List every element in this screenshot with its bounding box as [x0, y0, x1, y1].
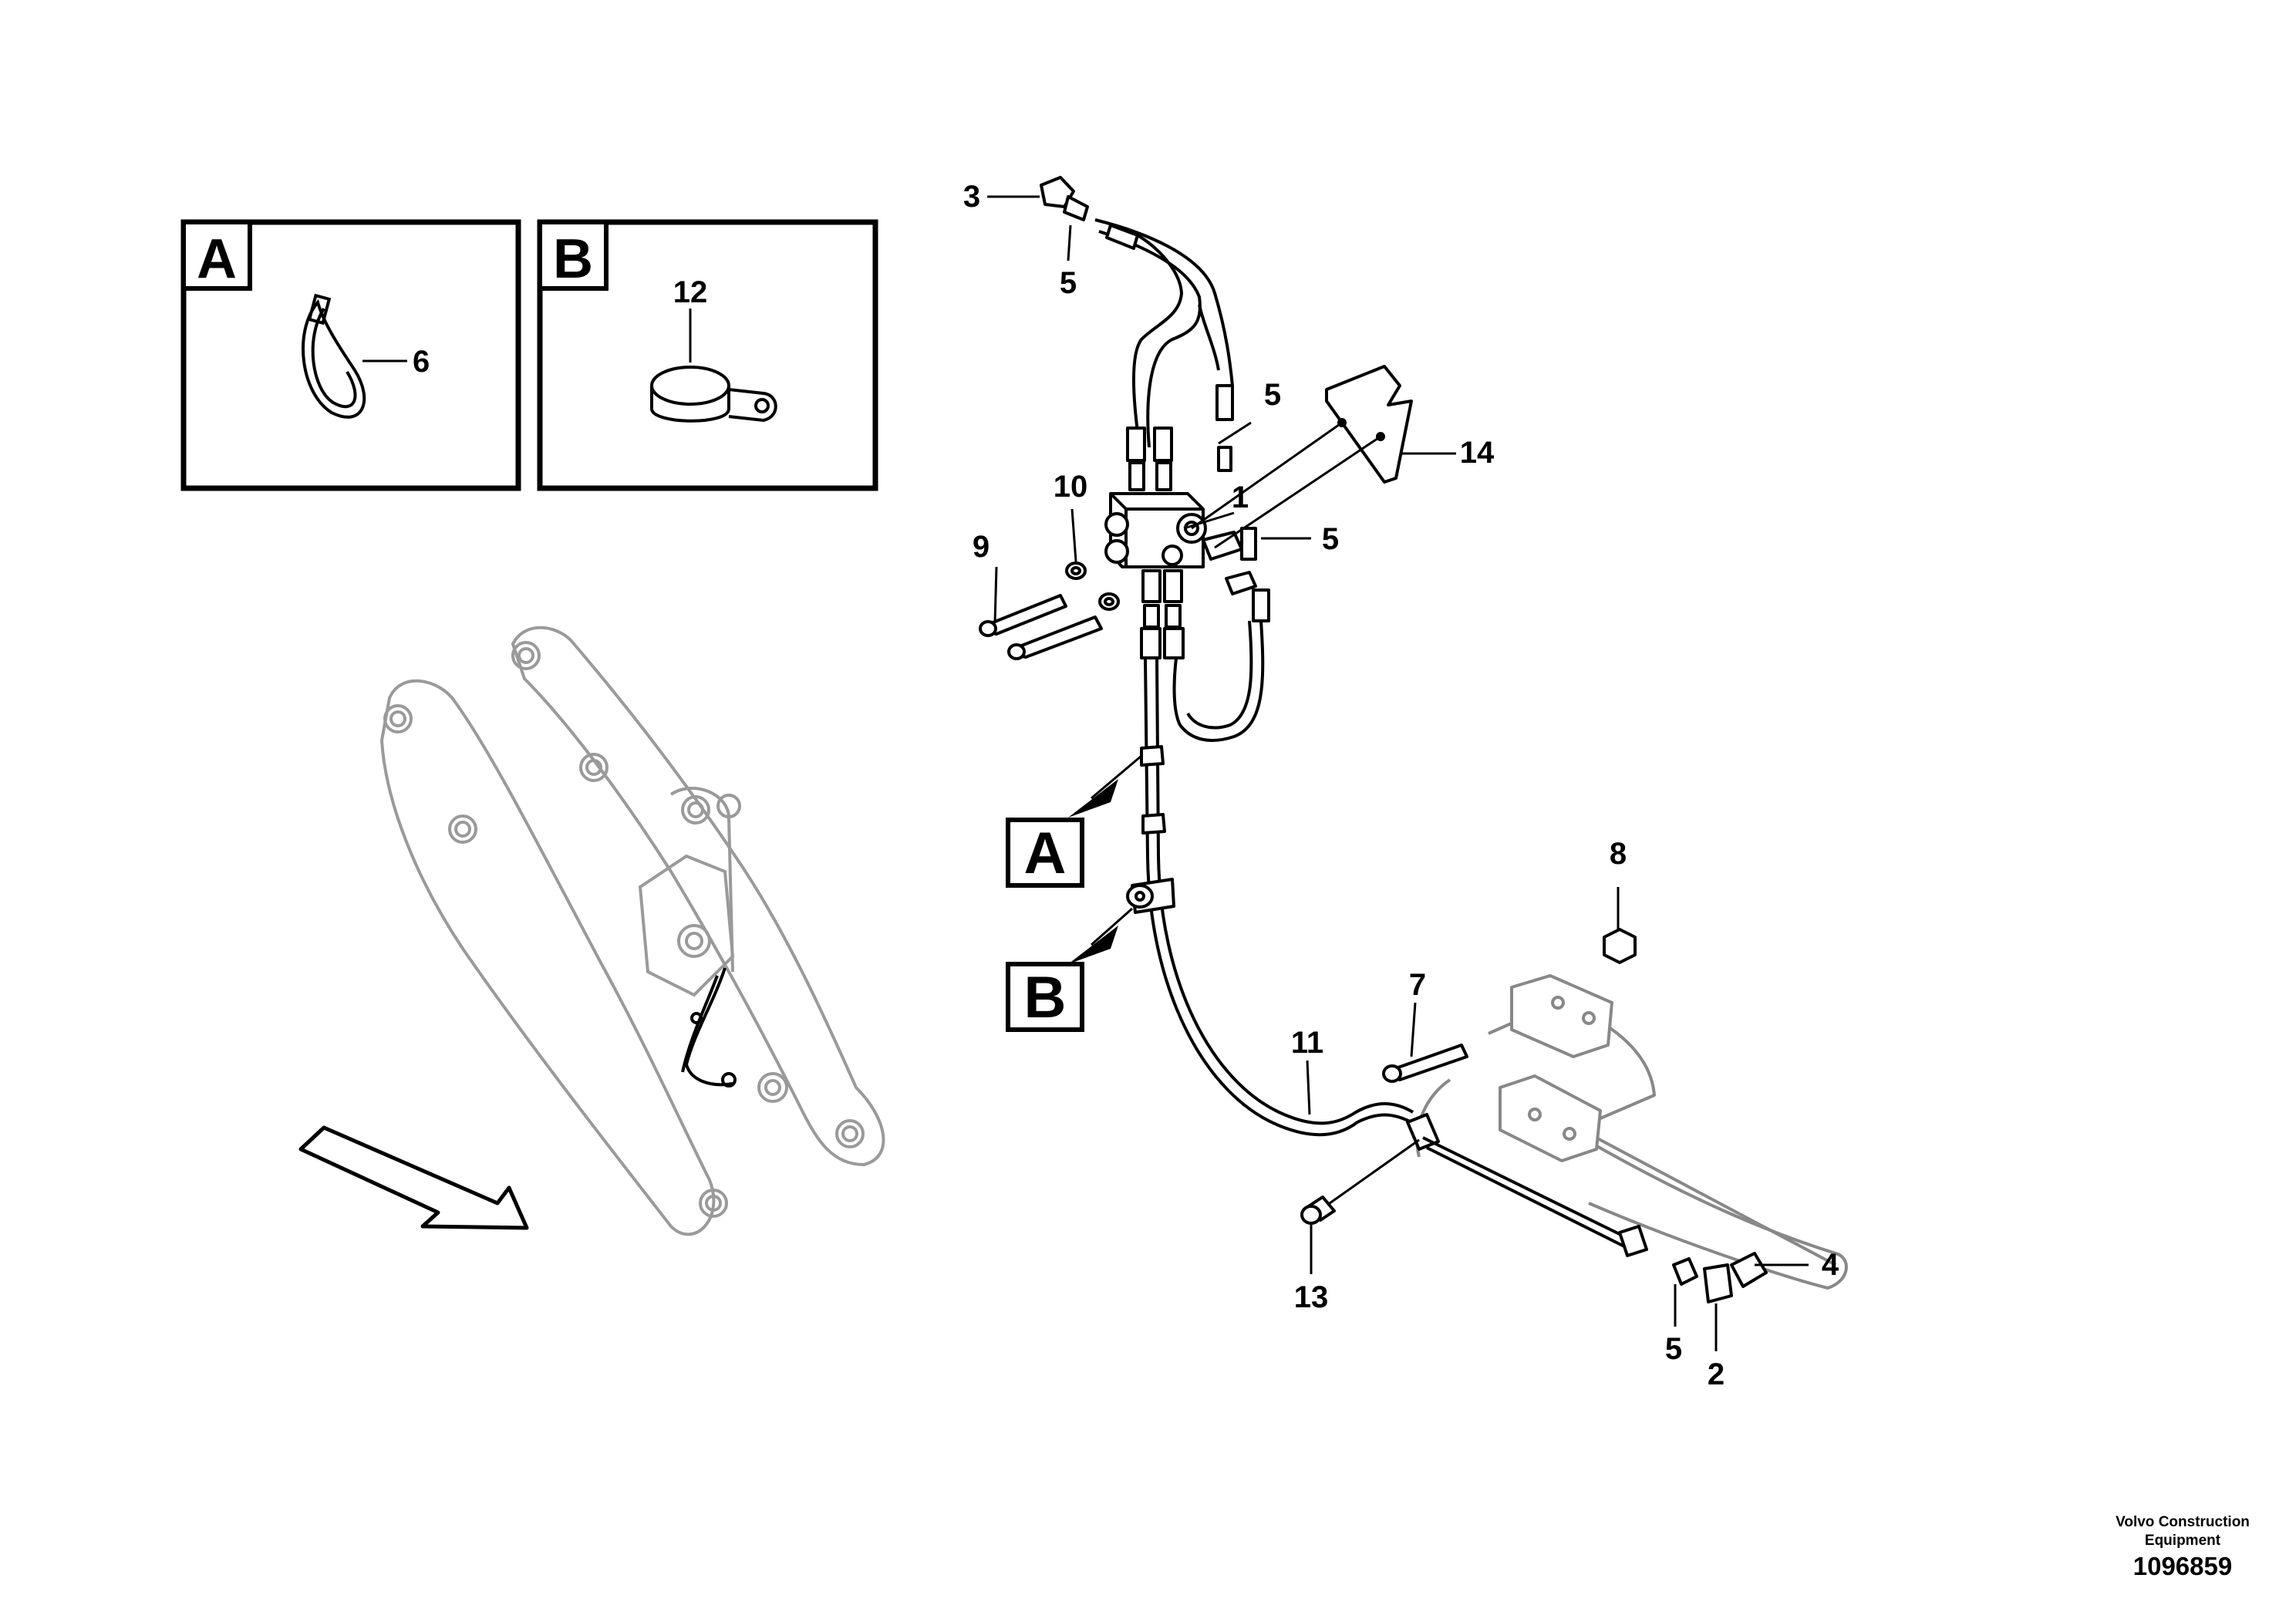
part-label-5-top: 5 [1060, 266, 1077, 300]
part-label-5-upper: 5 [1264, 378, 1281, 412]
part-label-3: 3 [963, 180, 980, 214]
hose-clamp-icon [650, 366, 777, 423]
part-label-11: 11 [1291, 1026, 1323, 1060]
part-label-10: 10 [1054, 470, 1088, 504]
footer-company: Volvo Construction Equipment [2082, 1513, 2283, 1550]
part-label-4: 4 [1822, 1248, 1839, 1282]
callout-b-letter: B [1024, 965, 1067, 1030]
company-line-2: Equipment [2144, 1533, 2221, 1549]
direction-arrow-icon [298, 1125, 529, 1230]
part-label-5-mid: 5 [1322, 522, 1339, 556]
callout-a: A [1006, 754, 1142, 888]
part-labels: 3 5 5 14 10 1 5 9 8 7 11 4 13 5 2 [963, 180, 1839, 1391]
part-label-6: 6 [413, 345, 430, 379]
part-label-8: 8 [1610, 837, 1627, 871]
inset-b: B 12 [537, 219, 878, 491]
arm-hose-highlight [681, 967, 737, 1088]
leader-lines [987, 195, 1809, 1351]
company-line-1: Volvo Construction [2116, 1514, 2250, 1530]
inset-b-letter: B [553, 228, 593, 290]
drawing-number: 1096859 [2132, 1552, 2233, 1580]
part-label-13: 13 [1294, 1280, 1329, 1314]
part-label-12: 12 [673, 275, 708, 309]
part-label-5-lower: 5 [1665, 1332, 1682, 1366]
inset-a: A 6 [180, 219, 521, 491]
inset-a-letter: A [197, 228, 237, 290]
hose-assembly [979, 176, 1848, 1303]
part-label-1: 1 [1232, 481, 1249, 514]
part-label-9: 9 [973, 530, 990, 564]
part-label-14: 14 [1460, 436, 1495, 470]
callout-b: B [1006, 907, 1133, 1032]
cable-tie-icon [302, 293, 366, 419]
part-label-7: 7 [1409, 968, 1426, 1002]
callout-a-letter: A [1024, 821, 1067, 886]
part-label-2: 2 [1708, 1357, 1725, 1391]
loader-arm-illustration [379, 626, 885, 1236]
